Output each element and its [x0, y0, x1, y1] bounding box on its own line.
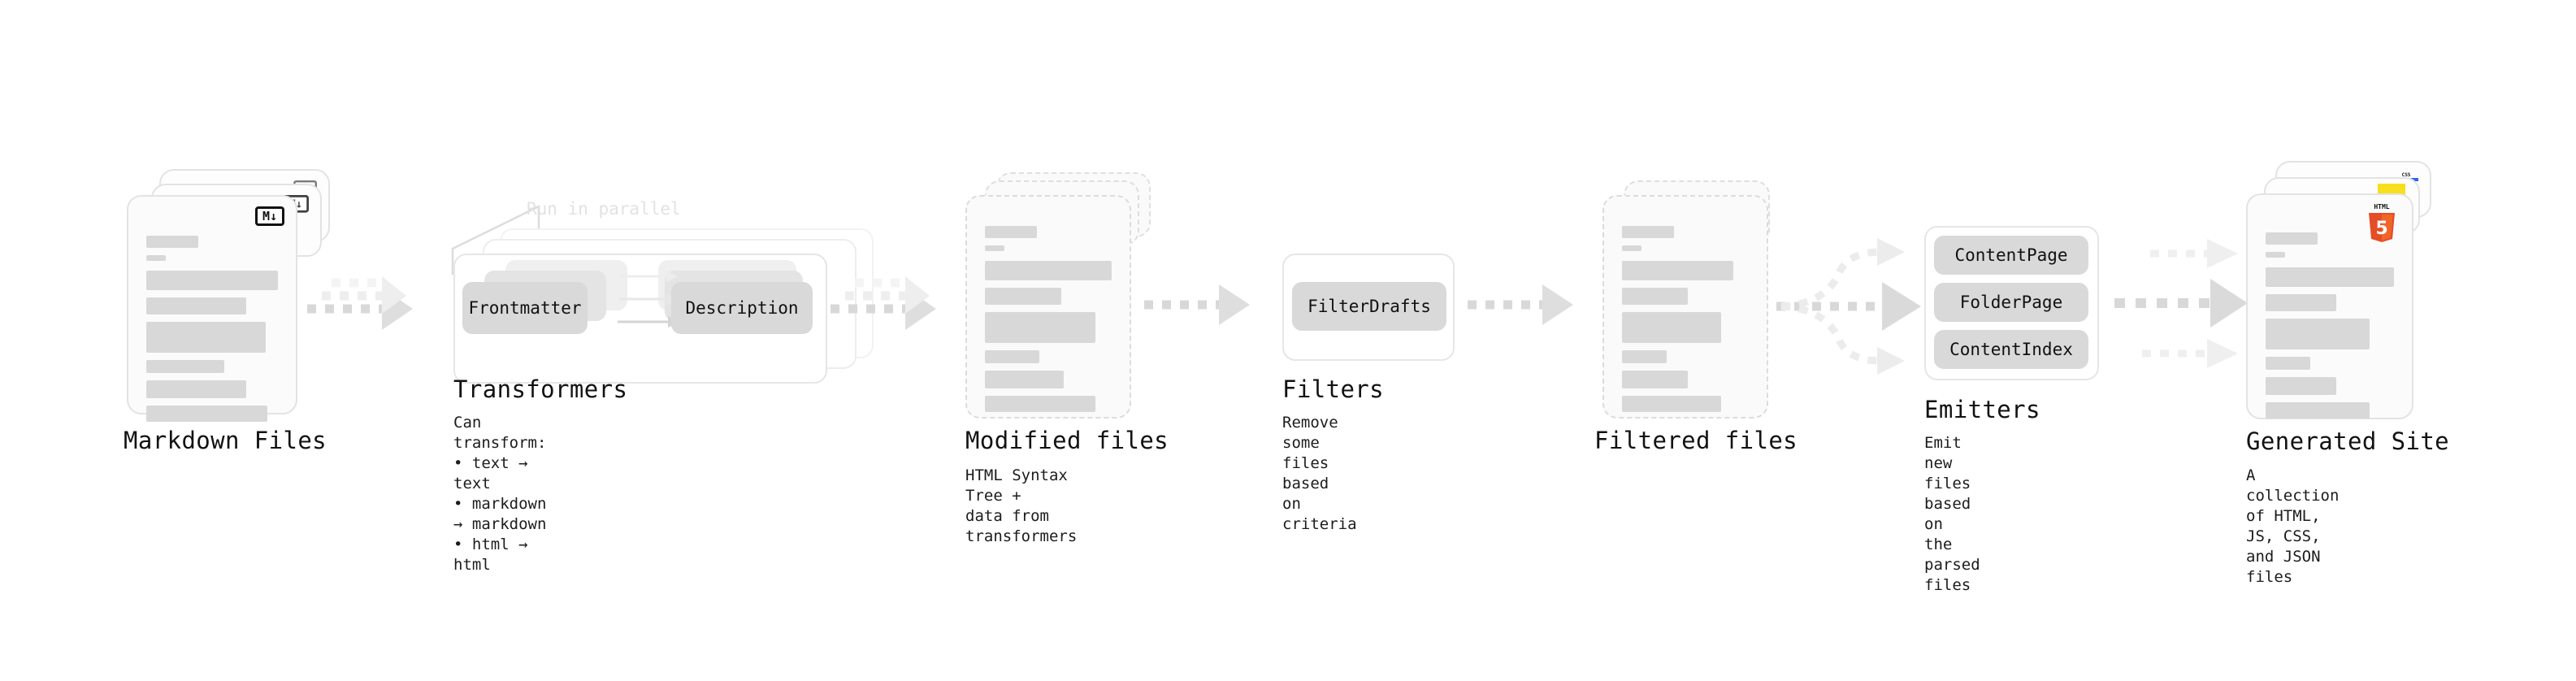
filters-title: Filters — [1282, 375, 1385, 403]
connector-markdown-to-transformers — [307, 276, 413, 330]
connector-emitters-to-site — [2114, 239, 2248, 368]
generated-site-subtitle: A collection of HTML, JS, CSS, and JSON … — [2246, 466, 2340, 586]
modified-files-title: Modified files — [965, 427, 1169, 454]
modified-files-subtitle: HTML Syntax Tree + data from transformer… — [965, 466, 1078, 545]
connector-filtered-to-emitters — [1776, 238, 1921, 375]
run-in-parallel-bracket — [451, 204, 540, 275]
filtered-files-title: Filtered files — [1594, 427, 1798, 454]
filtered-card-front — [1602, 195, 1768, 419]
emitter-chip-contentpage[interactable]: ContentPage — [1934, 236, 2088, 275]
modified-placeholder-lines — [985, 226, 1112, 419]
site-card-front: HTML 5 — [2246, 193, 2413, 419]
connector-modified-to-filters — [1144, 284, 1250, 325]
run-in-parallel-label: Run in parallel — [527, 199, 681, 219]
svg-text:5: 5 — [2375, 219, 2387, 239]
transformer-chip-description[interactable]: Description — [671, 282, 813, 334]
emitter-chip-contentindex[interactable]: ContentIndex — [1934, 330, 2088, 369]
svg-text:CSS: CSS — [2402, 172, 2411, 178]
svg-text:HTML: HTML — [2374, 203, 2389, 210]
markdown-card-front: M↓ — [127, 195, 297, 422]
connector-transformers-to-modified — [830, 276, 936, 330]
emitter-chip-folderpage[interactable]: FolderPage — [1934, 283, 2088, 322]
markdown-badge-icon: M↓ — [255, 206, 284, 226]
markdown-placeholder-lines — [146, 236, 278, 429]
emitters-subtitle: Emit new files based on the parsed files — [1924, 434, 1980, 594]
filter-chip-filterdrafts[interactable]: FilterDrafts — [1292, 282, 1446, 331]
site-placeholder-lines — [2266, 232, 2394, 426]
modified-card-front — [965, 195, 1131, 419]
connector-filters-to-filtered — [1468, 284, 1573, 325]
transformers-subtitle: Can transform: • text → text • markdown … — [453, 414, 547, 574]
transformer-chip-frontmatter[interactable]: Frontmatter — [462, 282, 588, 334]
transformers-title: Transformers — [453, 375, 628, 403]
filtered-placeholder-lines — [1622, 226, 1749, 419]
filters-subtitle: Remove some files based on criteria — [1282, 414, 1357, 533]
emitters-title: Emitters — [1924, 396, 2040, 423]
generated-site-title: Generated Site — [2246, 427, 2450, 455]
markdown-files-title: Markdown Files — [124, 427, 327, 454]
html5-badge-icon: HTML 5 — [2369, 203, 2395, 242]
